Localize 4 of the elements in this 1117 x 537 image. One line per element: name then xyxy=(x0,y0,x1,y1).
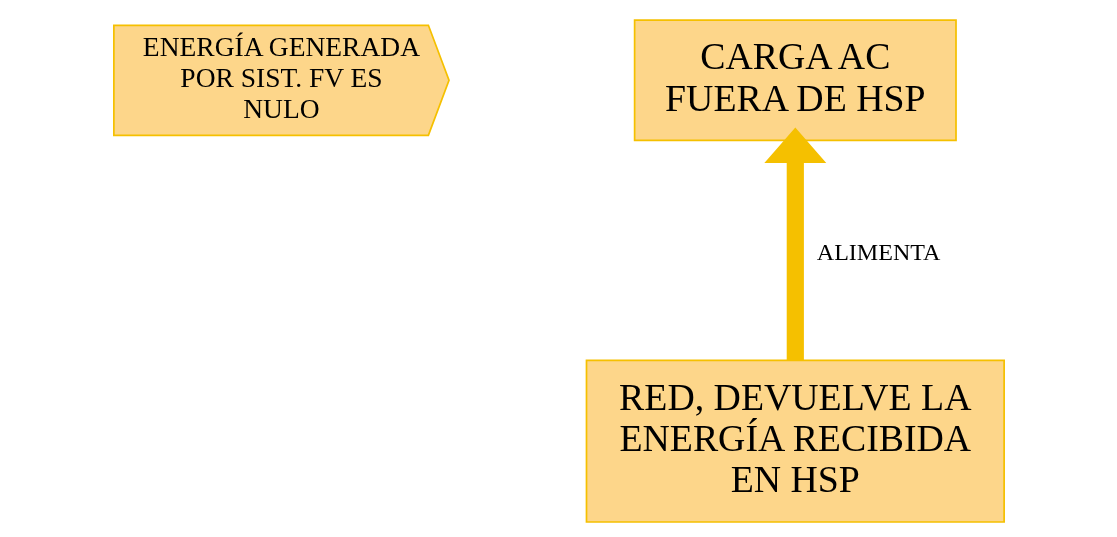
arrow xyxy=(763,127,826,361)
node-box: RED, DEVUELVE LA ENERGÍA RECIBIDA EN HSP xyxy=(585,359,1005,523)
edge-label: ALIMENTA xyxy=(816,239,940,266)
node-box: CARGA AC FUERA DE HSP xyxy=(633,19,957,142)
